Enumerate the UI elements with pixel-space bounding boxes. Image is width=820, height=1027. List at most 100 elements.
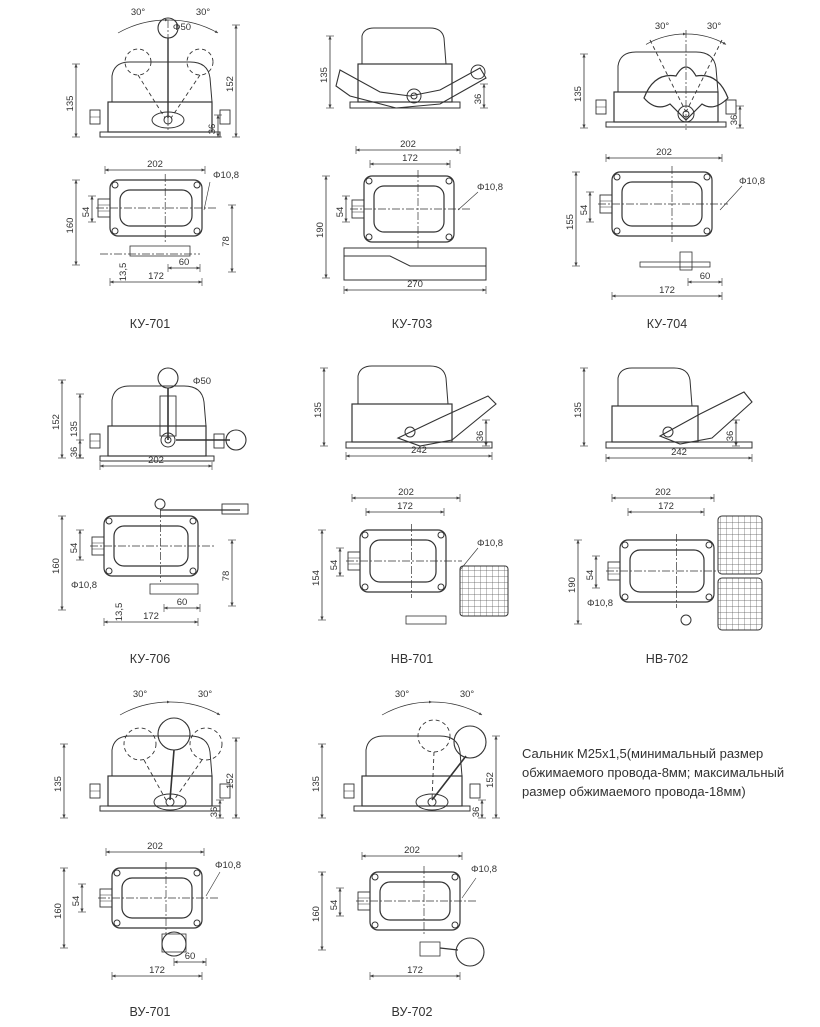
drawing-line: [169, 749, 175, 801]
dimension-label: 54: [335, 207, 346, 218]
dimension-label: 135: [311, 776, 322, 792]
gland-note: Сальник М25х1,5(минимальный размер обжим…: [522, 744, 817, 801]
dimension-label: 160: [51, 558, 62, 574]
drawing-line: [143, 759, 167, 801]
dimension-label: 135: [319, 67, 330, 83]
drawing-line: [457, 191, 479, 211]
mounting-hole: [111, 227, 119, 235]
roller-wheel-alt: [186, 48, 214, 76]
angle-arc: [431, 701, 483, 716]
mounting-hole: [365, 233, 373, 241]
drawing-shape: [405, 615, 447, 625]
mounting-hole: [105, 517, 113, 525]
dimension-label: 155: [565, 214, 576, 230]
housing-cap: [357, 365, 449, 405]
drawing-shape: [99, 888, 113, 908]
mounting-hole: [365, 177, 373, 185]
housing-cap: [617, 367, 693, 407]
drawing-shape: [419, 941, 441, 957]
drawing-circle: [163, 115, 173, 125]
mounting-hole: [703, 227, 711, 235]
housing-cap: [111, 385, 207, 427]
dimension-label: 36: [725, 431, 736, 442]
drawing-shape: [605, 121, 727, 128]
model-caption-5: НВ-701: [391, 652, 433, 666]
dimension-label: 202: [147, 841, 163, 852]
mounting-hole: [705, 541, 713, 549]
drawing-line: [203, 181, 211, 211]
model-drawing-КУ-701: 30°30°Φ5013515236202Φ10,8160547813,56017…: [65, 7, 240, 331]
housing-cap: [111, 735, 213, 777]
dimension-label: 270: [407, 279, 423, 290]
mounting-hole: [361, 531, 369, 539]
dimension-label: 160: [311, 906, 322, 922]
dimension-label: 135: [53, 776, 64, 792]
dimension-label: 152: [225, 773, 236, 789]
dimension-label: 172: [143, 611, 159, 622]
mounting-hole: [361, 583, 369, 591]
dimension-label: 36: [729, 115, 740, 126]
dimension-label: 202: [404, 845, 420, 856]
drawing-shape: [357, 63, 453, 103]
dimension-label: 242: [411, 445, 427, 456]
angle-arc: [119, 700, 171, 716]
lever-hub: [415, 793, 449, 811]
dimension-label: Φ10,8: [739, 176, 765, 187]
housing-cap: [617, 51, 719, 93]
dimension-label: 30°: [655, 21, 670, 32]
housing-cap: [361, 27, 447, 65]
drawing-circle: [410, 92, 418, 100]
drawing-shape: [611, 405, 699, 443]
dimension-label: 172: [658, 501, 674, 512]
mounting-hole: [193, 181, 201, 189]
dimension-label: 30°: [395, 689, 410, 700]
drawing-shape: [213, 433, 225, 449]
dimension-label: 60: [179, 257, 190, 268]
dimension-label: Φ10,8: [71, 580, 97, 591]
dimension-label: 30°: [133, 689, 148, 700]
dimension-label: 242: [671, 447, 687, 458]
mounting-hole: [705, 593, 713, 601]
drawing-line: [439, 947, 459, 951]
drawing-shape: [605, 441, 753, 449]
drawing-shape: [345, 441, 493, 449]
dimension-label: 202: [148, 455, 164, 466]
mounting-hole: [193, 919, 201, 927]
drawing-line: [719, 185, 743, 211]
dimension-label: Φ10,8: [213, 170, 239, 181]
angle-arc: [169, 701, 221, 716]
dimension-label: 54: [585, 570, 596, 581]
dimension-label: 202: [398, 487, 414, 498]
dimension-label: 135: [313, 402, 324, 418]
drawing-shape: [219, 109, 231, 125]
drawing-line: [459, 547, 479, 571]
dimension-label: 202: [400, 139, 416, 150]
dimension-label: 135: [573, 86, 584, 102]
dimension-label: 135: [69, 421, 80, 437]
dimension-label: Φ10,8: [477, 538, 503, 549]
drawing-circle: [154, 498, 166, 510]
drawing-shape: [219, 783, 231, 799]
drawing-shape: [159, 395, 177, 437]
mounting-hole: [189, 517, 197, 525]
drawing-shape: [107, 425, 207, 457]
angle-arc: [645, 32, 687, 45]
drawing-shape: [679, 251, 693, 271]
drawing-shape: [129, 245, 191, 257]
dimension-label: 135: [573, 402, 584, 418]
dimension-label: 54: [329, 900, 340, 911]
roller-wheel-alt: [123, 727, 157, 761]
lever-hub: [153, 793, 187, 811]
dimension-label: 78: [221, 236, 232, 247]
mounting-hole: [193, 227, 201, 235]
mounting-hole: [437, 583, 445, 591]
dimension-label: 54: [329, 560, 340, 571]
drawing-line: [461, 877, 477, 899]
dimension-label: 78: [221, 571, 232, 582]
dimension-label: 172: [149, 965, 165, 976]
drawing-shape: [107, 101, 213, 133]
